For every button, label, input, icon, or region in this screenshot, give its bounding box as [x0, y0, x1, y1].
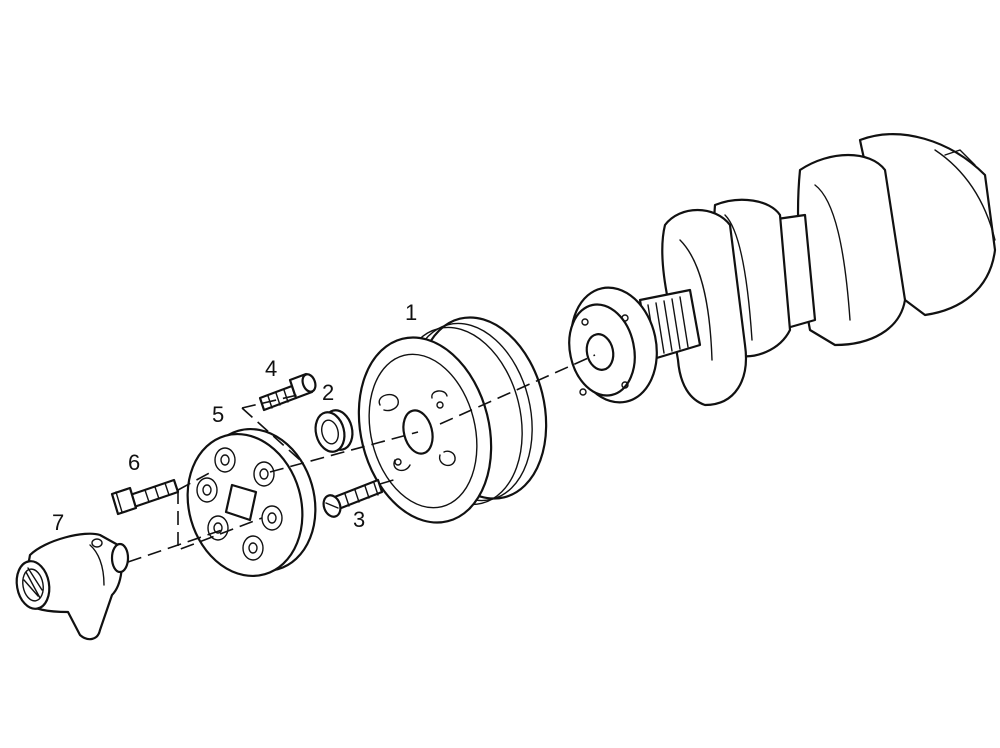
callout-5: 5: [212, 402, 224, 427]
pulley-damper: [357, 316, 548, 524]
assembly-axis-lines: [127, 354, 596, 563]
shaft-yoke: [15, 532, 130, 641]
callout-1: 1: [405, 300, 417, 325]
callout-3: 3: [353, 507, 365, 532]
callout-7: 7: [52, 510, 64, 535]
flexible-coupling: [186, 427, 317, 578]
callout-2: 2: [322, 380, 334, 405]
bolt-3: [322, 478, 384, 518]
callouts: 1 2 3 4 5 6 7: [52, 300, 417, 535]
callout-4: 4: [265, 356, 277, 381]
crankshaft: [568, 133, 997, 407]
bolt-6: [110, 478, 180, 516]
bolt-4: [258, 372, 317, 412]
spacer-ring: [314, 409, 354, 453]
callout-6: 6: [128, 450, 140, 475]
